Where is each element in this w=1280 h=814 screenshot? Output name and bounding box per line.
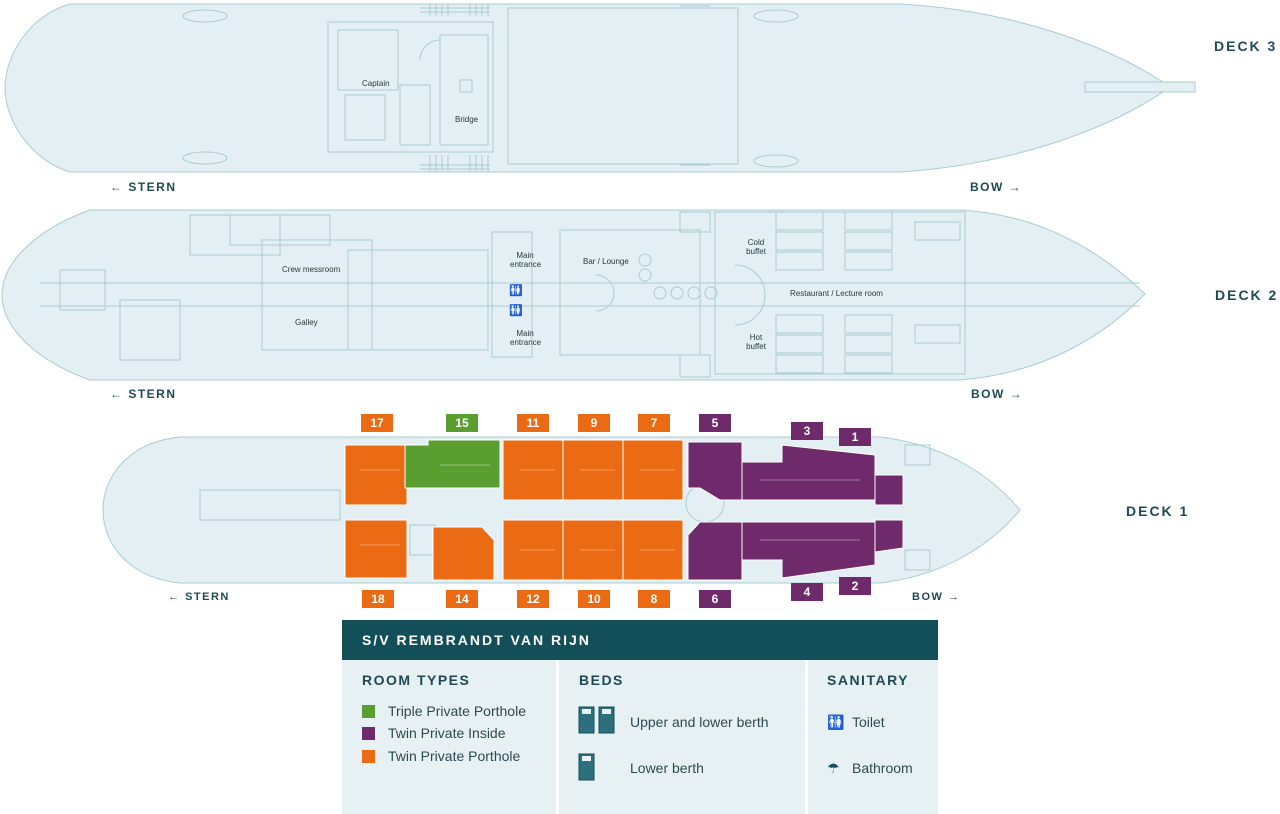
- deck1-stern: ← STERN: [168, 591, 230, 603]
- arrow-right-icon: →: [1009, 387, 1024, 401]
- toilet-icon: 🚻: [509, 285, 523, 297]
- room-galley: Galley: [295, 318, 318, 327]
- deck2-stern: ← STERN: [110, 387, 177, 401]
- cabin-14: [432, 526, 495, 581]
- cabin-badge-9: 9: [578, 414, 610, 432]
- swatch-twin-porthole: [362, 750, 375, 763]
- room-types-title: ROOM TYPES: [362, 672, 471, 688]
- bunk-bed-icon: [578, 706, 615, 734]
- deck-plans: [1, 3, 1196, 584]
- sanitary-toilet: Toilet: [852, 714, 885, 730]
- room-main-entrance-top: Main entrance: [510, 251, 542, 269]
- arrow-left-icon: ←: [110, 180, 124, 194]
- room-type-twin-porthole: Twin Private Porthole: [388, 748, 521, 764]
- cabin-15: [404, 439, 501, 489]
- room-hot-buffet: Hot buffet: [746, 333, 766, 351]
- swatch-triple: [362, 705, 375, 718]
- cabin-badge-11: 11: [517, 414, 549, 432]
- deck2-details: [40, 211, 1140, 378]
- cabin-6: [687, 521, 743, 581]
- deck3-details: [182, 4, 1196, 172]
- cabin-badge-2: 2: [839, 577, 871, 595]
- room-captain: Captain: [362, 79, 390, 88]
- bed-lower: Lower berth: [630, 760, 704, 776]
- cabin-18: [344, 519, 408, 579]
- arrow-right-icon: →: [1008, 180, 1023, 194]
- deck1-bow: BOW →: [912, 591, 961, 603]
- room-bridge: Bridge: [455, 115, 479, 124]
- cabin-badge-18: 18: [362, 590, 394, 608]
- cabin-badge-10: 10: [578, 590, 610, 608]
- room-main-entrance-bottom: Main entrance: [510, 329, 542, 347]
- cabin-badge-8: 8: [638, 590, 670, 608]
- deck3-bow: BOW →: [970, 180, 1023, 194]
- deck3-label: DECK 3: [1214, 38, 1278, 54]
- legend-divider: [556, 660, 559, 814]
- room-crew-messroom: Crew messroom: [282, 265, 341, 274]
- beds-title: BEDS: [579, 672, 624, 688]
- deck3-stern: ← STERN: [110, 180, 177, 194]
- cabin-5: [687, 441, 743, 501]
- legend-panel: S/V REMBRANDT VAN RIJN ROOM TYPES Triple…: [342, 620, 938, 814]
- deck3-hull: [4, 3, 1171, 173]
- ship-name: S/V REMBRANDT VAN RIJN: [342, 620, 938, 660]
- legend-divider: [805, 660, 808, 814]
- cabin-badge-17: 17: [361, 414, 393, 432]
- single-bed-icon: [578, 753, 595, 781]
- bed-upper-lower: Upper and lower berth: [630, 714, 769, 730]
- room-type-twin-inside: Twin Private Inside: [388, 725, 506, 741]
- deck1-cabins: [344, 439, 904, 581]
- swatch-twin-inside: [362, 727, 375, 740]
- cabin-badge-6: 6: [699, 590, 731, 608]
- deck2-label: DECK 2: [1215, 287, 1279, 303]
- cabin-3: [741, 444, 876, 501]
- cabin-badge-14: 14: [446, 590, 478, 608]
- cabin-badge-15: 15: [446, 414, 478, 432]
- room-bar-lounge: Bar / Lounge: [583, 257, 629, 266]
- room-type-triple: Triple Private Porthole: [388, 703, 526, 719]
- arrow-right-icon: →: [947, 591, 961, 603]
- toilet-icon: 🚻: [509, 305, 523, 317]
- room-restaurant: Restaurant / Lecture room: [790, 289, 883, 298]
- room-cold-buffet: Cold buffet: [746, 238, 766, 256]
- cabin-badge-4: 4: [791, 583, 823, 601]
- shower-icon: ☂: [827, 760, 840, 776]
- cabin-2: [874, 519, 904, 553]
- cabin-1: [874, 474, 904, 506]
- cabin-badge-3: 3: [791, 422, 823, 440]
- cabin-badge-12: 12: [517, 590, 549, 608]
- deck2-bow: BOW →: [971, 387, 1024, 401]
- toilet-icon: 🚻: [827, 714, 845, 730]
- cabin-17: [344, 444, 408, 506]
- arrow-left-icon: ←: [168, 591, 181, 603]
- sanitary-title: SANITARY: [827, 672, 909, 688]
- cabin-badge-7: 7: [638, 414, 670, 432]
- cabin-badge-5: 5: [699, 414, 731, 432]
- deck1-label: DECK 1: [1126, 503, 1190, 519]
- cabin-badge-1: 1: [839, 428, 871, 446]
- arrow-left-icon: ←: [110, 387, 124, 401]
- sanitary-bathroom: Bathroom: [852, 760, 913, 776]
